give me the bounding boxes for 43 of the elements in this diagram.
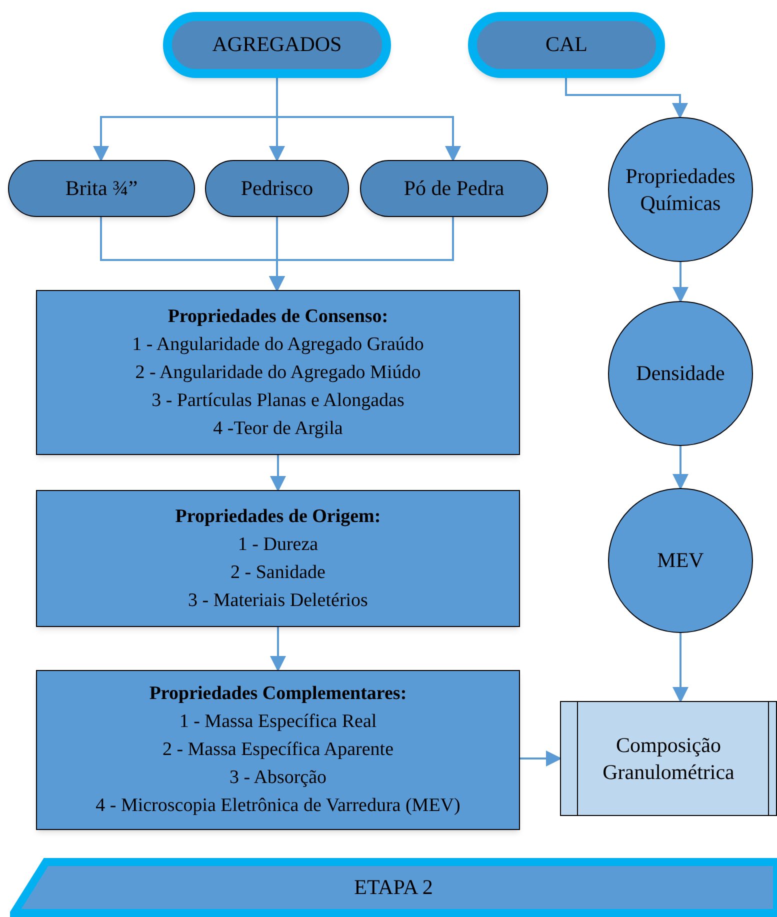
arrow — [520, 750, 562, 766]
node-label: Densidade — [636, 360, 725, 387]
terminal-pill — [163, 12, 391, 78]
node-label: Composição Granulométrica — [602, 732, 736, 785]
list-item: 2 - Angularidade do Agregado Miúdo — [135, 360, 421, 384]
arrow — [276, 78, 461, 162]
list-item: 1 - Massa Específica Real — [179, 710, 377, 734]
list-item: 1 - Angularidade do Agregado Graúdo — [132, 332, 424, 356]
process-pill — [205, 160, 349, 217]
node-label: CAL — [546, 31, 588, 58]
list-item: 4 - Microscopia Eletrônica de Varredura (MEV) — [96, 794, 460, 818]
process-box — [36, 670, 520, 830]
arrow — [672, 262, 688, 303]
stage-banner — [10, 858, 777, 917]
node-label: MEV — [657, 547, 704, 574]
list-item: 2 - Massa Específica Aparente — [162, 738, 394, 762]
arrow — [672, 446, 688, 490]
node-label: Pó de Pedra — [404, 174, 504, 202]
banner-label: ETAPA 2 — [354, 874, 433, 901]
arrow — [672, 633, 688, 703]
box-heading: Propriedades de Origem: — [175, 504, 381, 528]
process-box — [36, 490, 520, 627]
list-item: 3 - Partículas Planas e Alongadas — [152, 388, 404, 412]
arrow — [270, 627, 286, 672]
process-pill — [360, 160, 548, 217]
process-box — [36, 290, 520, 455]
box-heading: Propriedades de Consenso: — [168, 304, 388, 328]
terminal-pill — [468, 12, 665, 78]
list-item: 4 -Teor de Argila — [213, 416, 343, 440]
arrow — [269, 217, 454, 292]
arrow — [565, 78, 688, 119]
arrow — [270, 455, 286, 492]
node-label: Propriedades Químicas — [624, 163, 736, 216]
process-pill — [8, 160, 195, 217]
box-heading: Propriedades Complementares: — [149, 682, 407, 706]
list-item: 2 - Sanidade — [230, 560, 326, 584]
list-item: 3 - Materiais Deletérios — [188, 588, 368, 612]
list-item: 1 - Dureza — [238, 532, 318, 556]
node-label: Brita ¾” — [65, 174, 138, 202]
predefined-process-box — [560, 701, 777, 816]
list-item: 3 - Absorção — [229, 766, 327, 790]
node-label: AGREGADOS — [212, 31, 342, 58]
node-label: Pedrisco — [240, 174, 314, 202]
